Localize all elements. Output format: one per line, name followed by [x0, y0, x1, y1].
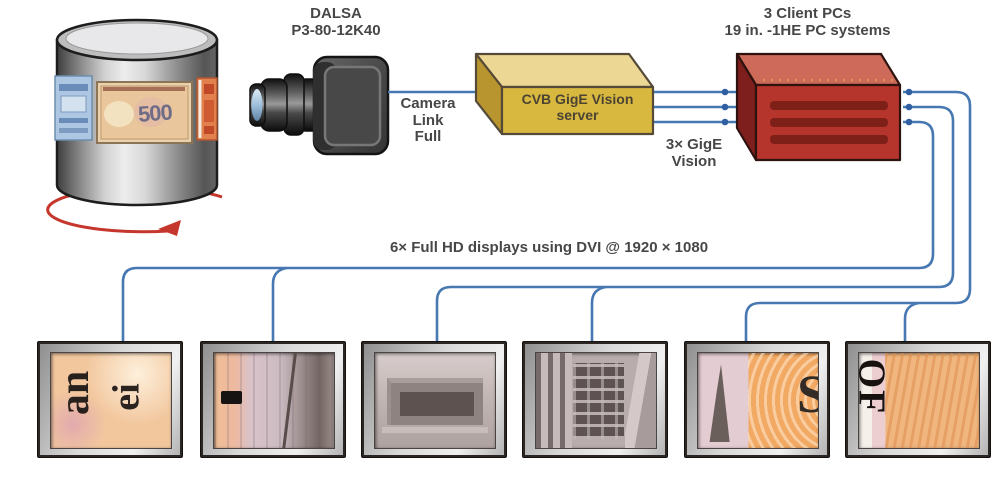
monitor-4 — [522, 341, 668, 458]
monitor-4-screen — [535, 352, 657, 449]
gige-connector-dots — [721, 88, 729, 126]
banknote-numeral: 500 — [137, 99, 173, 126]
lens-glass — [251, 89, 263, 121]
monitor-bezel: OF — [848, 344, 988, 455]
monitor-1-screen: an ei — [50, 352, 172, 449]
banknote-window-grid — [573, 362, 624, 439]
monitor-5-screen: S — [697, 352, 819, 449]
banknote-glyph: S — [797, 363, 818, 425]
banknote-mark — [221, 391, 242, 405]
banknote-edge-line — [281, 353, 299, 448]
dvi-cable-1-branch — [271, 266, 288, 343]
banknote-drum: 500 — [54, 18, 219, 207]
guilloche-pattern — [885, 353, 979, 448]
banknote-pillars — [536, 353, 572, 448]
camera-model-number: P3-80-12K40 — [291, 21, 381, 39]
monitor-2 — [200, 341, 346, 458]
banknote-diagonal — [624, 353, 656, 448]
dvi-cable-2 — [435, 105, 955, 343]
banknote-plaque — [387, 377, 483, 426]
gige-server-box — [474, 52, 655, 136]
banknote-ledge — [382, 427, 488, 433]
dvi-cable-1 — [121, 120, 935, 343]
monitor-2-screen — [213, 352, 335, 449]
dvi-connector-dots — [905, 88, 913, 126]
camera-lens — [249, 73, 319, 136]
monitor-1: an ei — [37, 341, 183, 458]
banknote-plaque-inner — [400, 392, 474, 416]
banknote-orange — [196, 77, 218, 141]
monitor-bezel: an ei — [40, 344, 180, 455]
banknote-letters: ei — [105, 383, 148, 411]
line-scan-camera — [249, 55, 390, 156]
banknote-letters: OF — [858, 358, 893, 416]
monitor-bezel — [364, 344, 504, 455]
camera-link-label: Camera Link Full — [400, 95, 456, 145]
dvi-cable-3 — [744, 90, 972, 343]
monitor-bezel — [525, 344, 665, 455]
gige-vision-label: 3× GigE Vision — [665, 136, 723, 170]
monitor-3-screen — [374, 352, 496, 449]
dvi-cable-2-branch — [590, 285, 607, 343]
camera-model-label: DALSA P3-80-12K40 — [246, 5, 426, 39]
dvi-cable-3-branch — [903, 301, 920, 343]
client-pcs-label: 3 Client PCs 19 in. -1HE PC systems — [724, 5, 891, 39]
camera-brand: DALSA — [310, 5, 362, 22]
banknote-letters: an — [52, 370, 99, 416]
monitor-3 — [361, 341, 507, 458]
gige-server-label: CVB GigE Vision server — [521, 91, 634, 123]
monitor-6-screen: OF — [858, 352, 980, 449]
banknote-spire — [709, 364, 730, 443]
banknote-blue — [54, 75, 93, 141]
dvi-cables — [121, 90, 972, 343]
displays-caption: 6× Full HD displays using DVI @ 1920 × 1… — [389, 239, 709, 256]
monitor-bezel: S — [687, 344, 827, 455]
guilloche-pattern — [748, 353, 818, 448]
camera-body-face — [323, 65, 382, 147]
banknote-center: 500 — [96, 81, 193, 144]
monitor-bezel — [203, 344, 343, 455]
monitor-5: S — [684, 341, 830, 458]
monitor-6: OF — [845, 341, 991, 458]
pc-front-slots — [770, 101, 888, 144]
